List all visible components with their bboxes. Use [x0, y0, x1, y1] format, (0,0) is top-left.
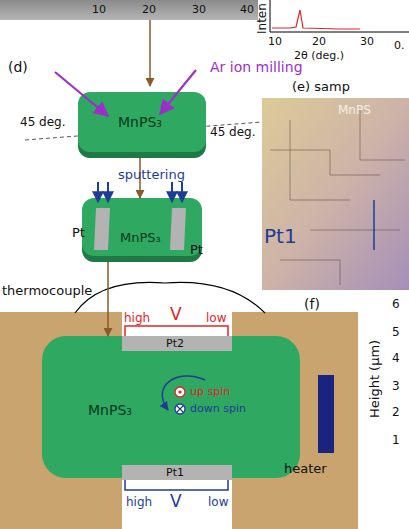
- process-label: Ar ion milling: [210, 60, 303, 74]
- axis-title: Height (μm): [368, 340, 381, 418]
- plot-axis: [270, 0, 271, 32]
- voltage-bracket: [125, 326, 228, 336]
- terminal-label: low: [208, 496, 229, 508]
- node-text: heater: [284, 461, 327, 476]
- axis-tick: 3: [392, 380, 400, 392]
- process-label: sputtering: [118, 168, 185, 181]
- photo-label: Pt1: [264, 226, 297, 246]
- node-text: Pt1: [166, 466, 184, 479]
- axis-title: Inten: [256, 3, 268, 34]
- voltage-bracket: [125, 480, 228, 490]
- sample-photo: [262, 98, 409, 290]
- terminal-label: high: [124, 312, 150, 324]
- part-label: thermocouple: [2, 284, 92, 297]
- terminal-label: low: [206, 312, 227, 324]
- mnps3-crystal: MnPS₃: [82, 198, 202, 256]
- node-text: MnPS₃: [88, 402, 132, 418]
- voltage-label: V: [170, 306, 182, 323]
- scale-number: 10: [92, 4, 106, 15]
- scale-number: 40: [240, 4, 254, 15]
- panel-label: (d): [8, 60, 28, 74]
- terminal-label: high: [126, 496, 152, 508]
- axis-tick: 10: [268, 36, 282, 47]
- plot-axis: [270, 32, 409, 33]
- angle-label: 45 deg.: [210, 126, 256, 138]
- photo-marker: [373, 200, 375, 250]
- scale-number: 30: [192, 4, 206, 15]
- spin-label: up spin: [190, 386, 230, 397]
- image-strip: [0, 0, 258, 20]
- angle-label: 45 deg.: [20, 116, 66, 128]
- axis-tick: 4: [392, 352, 400, 364]
- flow-arrow: [149, 20, 151, 86]
- axis-tick: 0.: [394, 40, 405, 51]
- panel-label: (f): [304, 297, 320, 311]
- heater: heater: [318, 375, 334, 453]
- node-text: MnPS₃: [118, 114, 162, 130]
- pt-electrode: Pt2: [122, 336, 232, 351]
- axis-tick: 5: [392, 326, 400, 338]
- axis-tick: 30: [360, 36, 374, 47]
- axis-tick: 6: [392, 298, 400, 310]
- spin-label: down spin: [190, 403, 246, 414]
- pt-electrode: Pt1: [122, 465, 232, 480]
- photo-label: MnPS: [338, 104, 371, 116]
- photo-cracks: [270, 110, 405, 285]
- axis-tick: 2: [392, 406, 400, 418]
- voltage-label: V: [170, 493, 182, 510]
- mnps3-crystal: MnPS₃: [78, 92, 206, 152]
- axis-tick: 20: [312, 36, 326, 47]
- part-label: Pt: [190, 243, 203, 256]
- scale-number: 20: [142, 4, 156, 15]
- node-text: Pt2: [166, 337, 184, 350]
- panel-label: (e) samp: [292, 80, 350, 93]
- xrd-curve: [272, 10, 360, 29]
- mnps3-device: MnPS₃ Pt2Pt1: [42, 336, 300, 478]
- axis-tick: 1: [392, 434, 400, 446]
- process-arrow: [107, 262, 109, 336]
- part-label: Pt: [72, 226, 85, 239]
- node-text: MnPS₃: [120, 230, 161, 245]
